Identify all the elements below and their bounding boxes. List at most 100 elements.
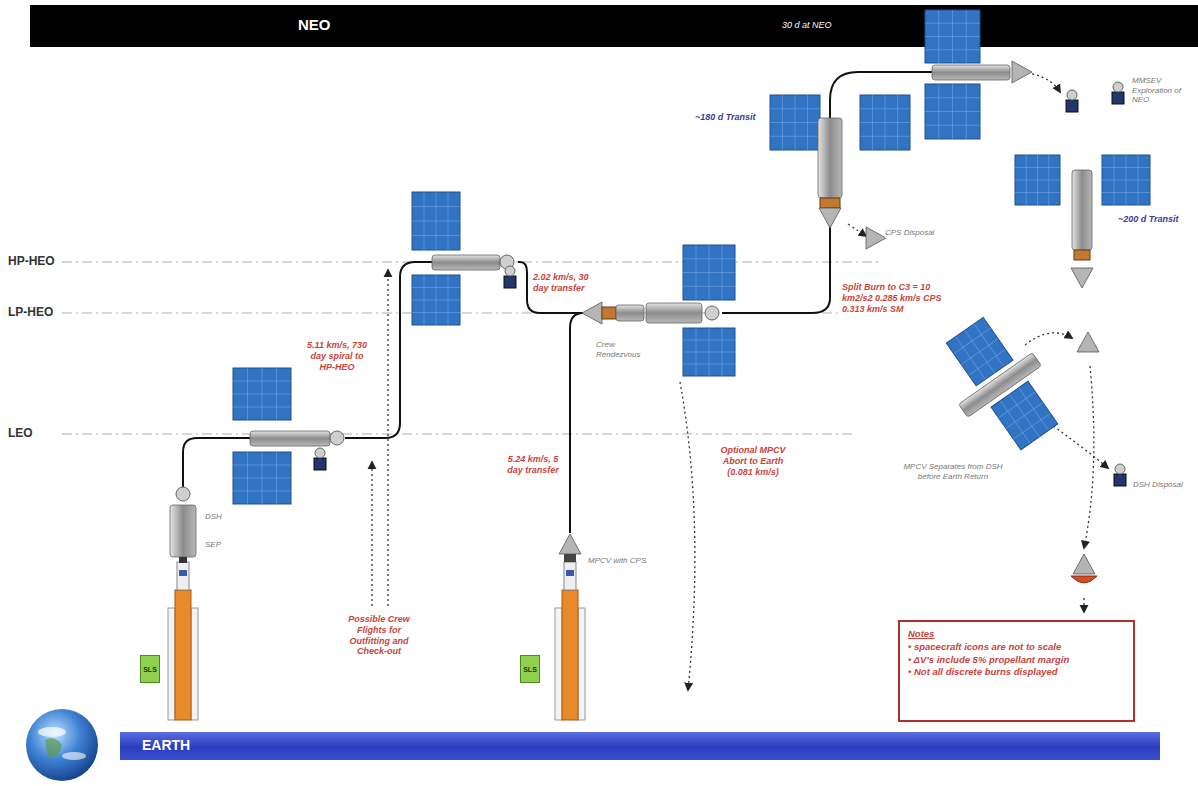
earth-globe xyxy=(26,709,98,781)
habitat-module xyxy=(432,255,500,270)
element-label: DSH xyxy=(205,512,222,522)
solar-panel xyxy=(952,10,953,63)
transit-label: ~200 d Transit xyxy=(1118,214,1190,225)
mpcv-capsule xyxy=(1012,61,1032,83)
mpcv-capsule xyxy=(1071,268,1093,288)
solar-panel xyxy=(412,312,460,313)
habitat-module xyxy=(616,305,644,321)
solar-panel xyxy=(946,317,1013,385)
solar-panel xyxy=(966,84,967,139)
sls-rocket xyxy=(168,562,198,720)
solar-panel xyxy=(969,349,1006,375)
solar-panel xyxy=(860,122,910,123)
solar-panel xyxy=(860,136,910,137)
small-vehicle xyxy=(1112,92,1124,104)
sls-rocket xyxy=(179,570,187,576)
solar-panel xyxy=(233,452,291,504)
sls-rocket xyxy=(191,608,198,720)
solar-panel xyxy=(683,245,735,300)
small-vehicle xyxy=(314,458,326,470)
solar-panel xyxy=(683,352,735,353)
habitat-module xyxy=(932,65,1010,80)
dsh-spacecraft xyxy=(1074,250,1090,260)
small-vehicle xyxy=(315,448,325,458)
element-label: MMSEV Exploration of NEO xyxy=(1132,76,1192,105)
dotted-arrow xyxy=(680,382,695,690)
solar-panel xyxy=(770,136,820,137)
solar-panel xyxy=(412,275,460,325)
solar-panel xyxy=(938,10,939,63)
small-vehicle xyxy=(1066,100,1078,112)
solar-panel xyxy=(925,10,980,63)
solar-panel xyxy=(925,10,980,63)
solar-panel xyxy=(1102,180,1150,181)
solar-panel xyxy=(925,84,980,139)
solar-panel xyxy=(770,108,820,109)
mpcv-capsule xyxy=(582,302,602,324)
dotted-arrow xyxy=(1083,598,1084,612)
earth-band-text: EARTH xyxy=(142,737,190,753)
solar-panel xyxy=(925,36,980,37)
small-vehicle xyxy=(505,266,515,276)
crew-flight-note: Possible Crew Flights for Outfitting and… xyxy=(336,614,422,657)
orbit-label: LEO xyxy=(8,426,33,440)
entry-capsule xyxy=(1071,576,1097,583)
small-vehicle xyxy=(1067,90,1077,100)
solar-panel xyxy=(954,328,991,354)
sls-badge-text: SLS xyxy=(143,666,157,673)
solar-panel xyxy=(860,95,910,150)
solar-panel xyxy=(925,23,980,24)
solar-panel xyxy=(925,49,980,50)
dsh-spacecraft xyxy=(705,306,719,320)
cargo-stack xyxy=(179,557,187,563)
solar-panel xyxy=(233,394,291,395)
earth-globe xyxy=(38,727,66,737)
solar-panel xyxy=(938,84,939,139)
solar-panel xyxy=(233,381,291,382)
sls-rocket xyxy=(168,608,175,720)
habitat-module xyxy=(818,118,842,198)
dsh-spacecraft xyxy=(926,306,1074,464)
solar-panel xyxy=(991,381,1058,449)
solar-panel xyxy=(233,491,291,492)
solar-panel xyxy=(1015,167,1060,168)
sls-badge-text: SLS xyxy=(523,666,537,673)
solar-panel xyxy=(1015,180,1060,181)
element-label: SEP xyxy=(205,540,221,550)
mpcv-capsule xyxy=(866,227,886,249)
mpcv-capsule xyxy=(559,534,581,554)
solar-panel xyxy=(412,300,460,301)
element-label: DSH Disposal xyxy=(1133,480,1191,490)
earth-band: EARTH xyxy=(120,732,1160,760)
dotted-arrow xyxy=(1025,333,1072,345)
solar-panel xyxy=(770,95,820,150)
solar-panel xyxy=(961,339,998,365)
habitat-module xyxy=(170,505,196,557)
solar-panel xyxy=(683,328,735,376)
dsh-spacecraft xyxy=(820,198,840,208)
element-label: CPS Disposal xyxy=(885,228,941,238)
solar-panel xyxy=(412,192,460,250)
solar-panel xyxy=(1102,192,1150,193)
earth-globe xyxy=(26,709,98,781)
dotted-arrow xyxy=(387,270,388,606)
solar-panel xyxy=(412,221,460,222)
sls-badge: SLS xyxy=(140,655,160,683)
delta-v-note: 5.24 km/s, 5 day transfer xyxy=(503,454,563,476)
solar-panel xyxy=(860,108,910,109)
delta-v-note: Split Burn to C3 = 10 km2/s2 0.285 km/s … xyxy=(842,282,942,314)
dotted-arrow xyxy=(1045,420,1108,468)
solar-panel xyxy=(952,84,953,139)
solar-panel xyxy=(683,272,735,273)
mpcv-capsule xyxy=(1077,332,1099,352)
dsh-spacecraft xyxy=(233,368,344,504)
solar-panel xyxy=(683,286,735,287)
dsh-spacecraft xyxy=(582,245,735,376)
solar-panel xyxy=(946,317,1013,385)
dotted-arrow xyxy=(848,224,866,236)
solar-panel xyxy=(683,328,735,376)
orbit-label: HP-HEO xyxy=(8,254,55,268)
element-label: MPCV with CPS xyxy=(588,556,668,566)
sls-rocket xyxy=(562,590,578,720)
neo-band: NEO30 d at NEO xyxy=(30,5,1198,47)
